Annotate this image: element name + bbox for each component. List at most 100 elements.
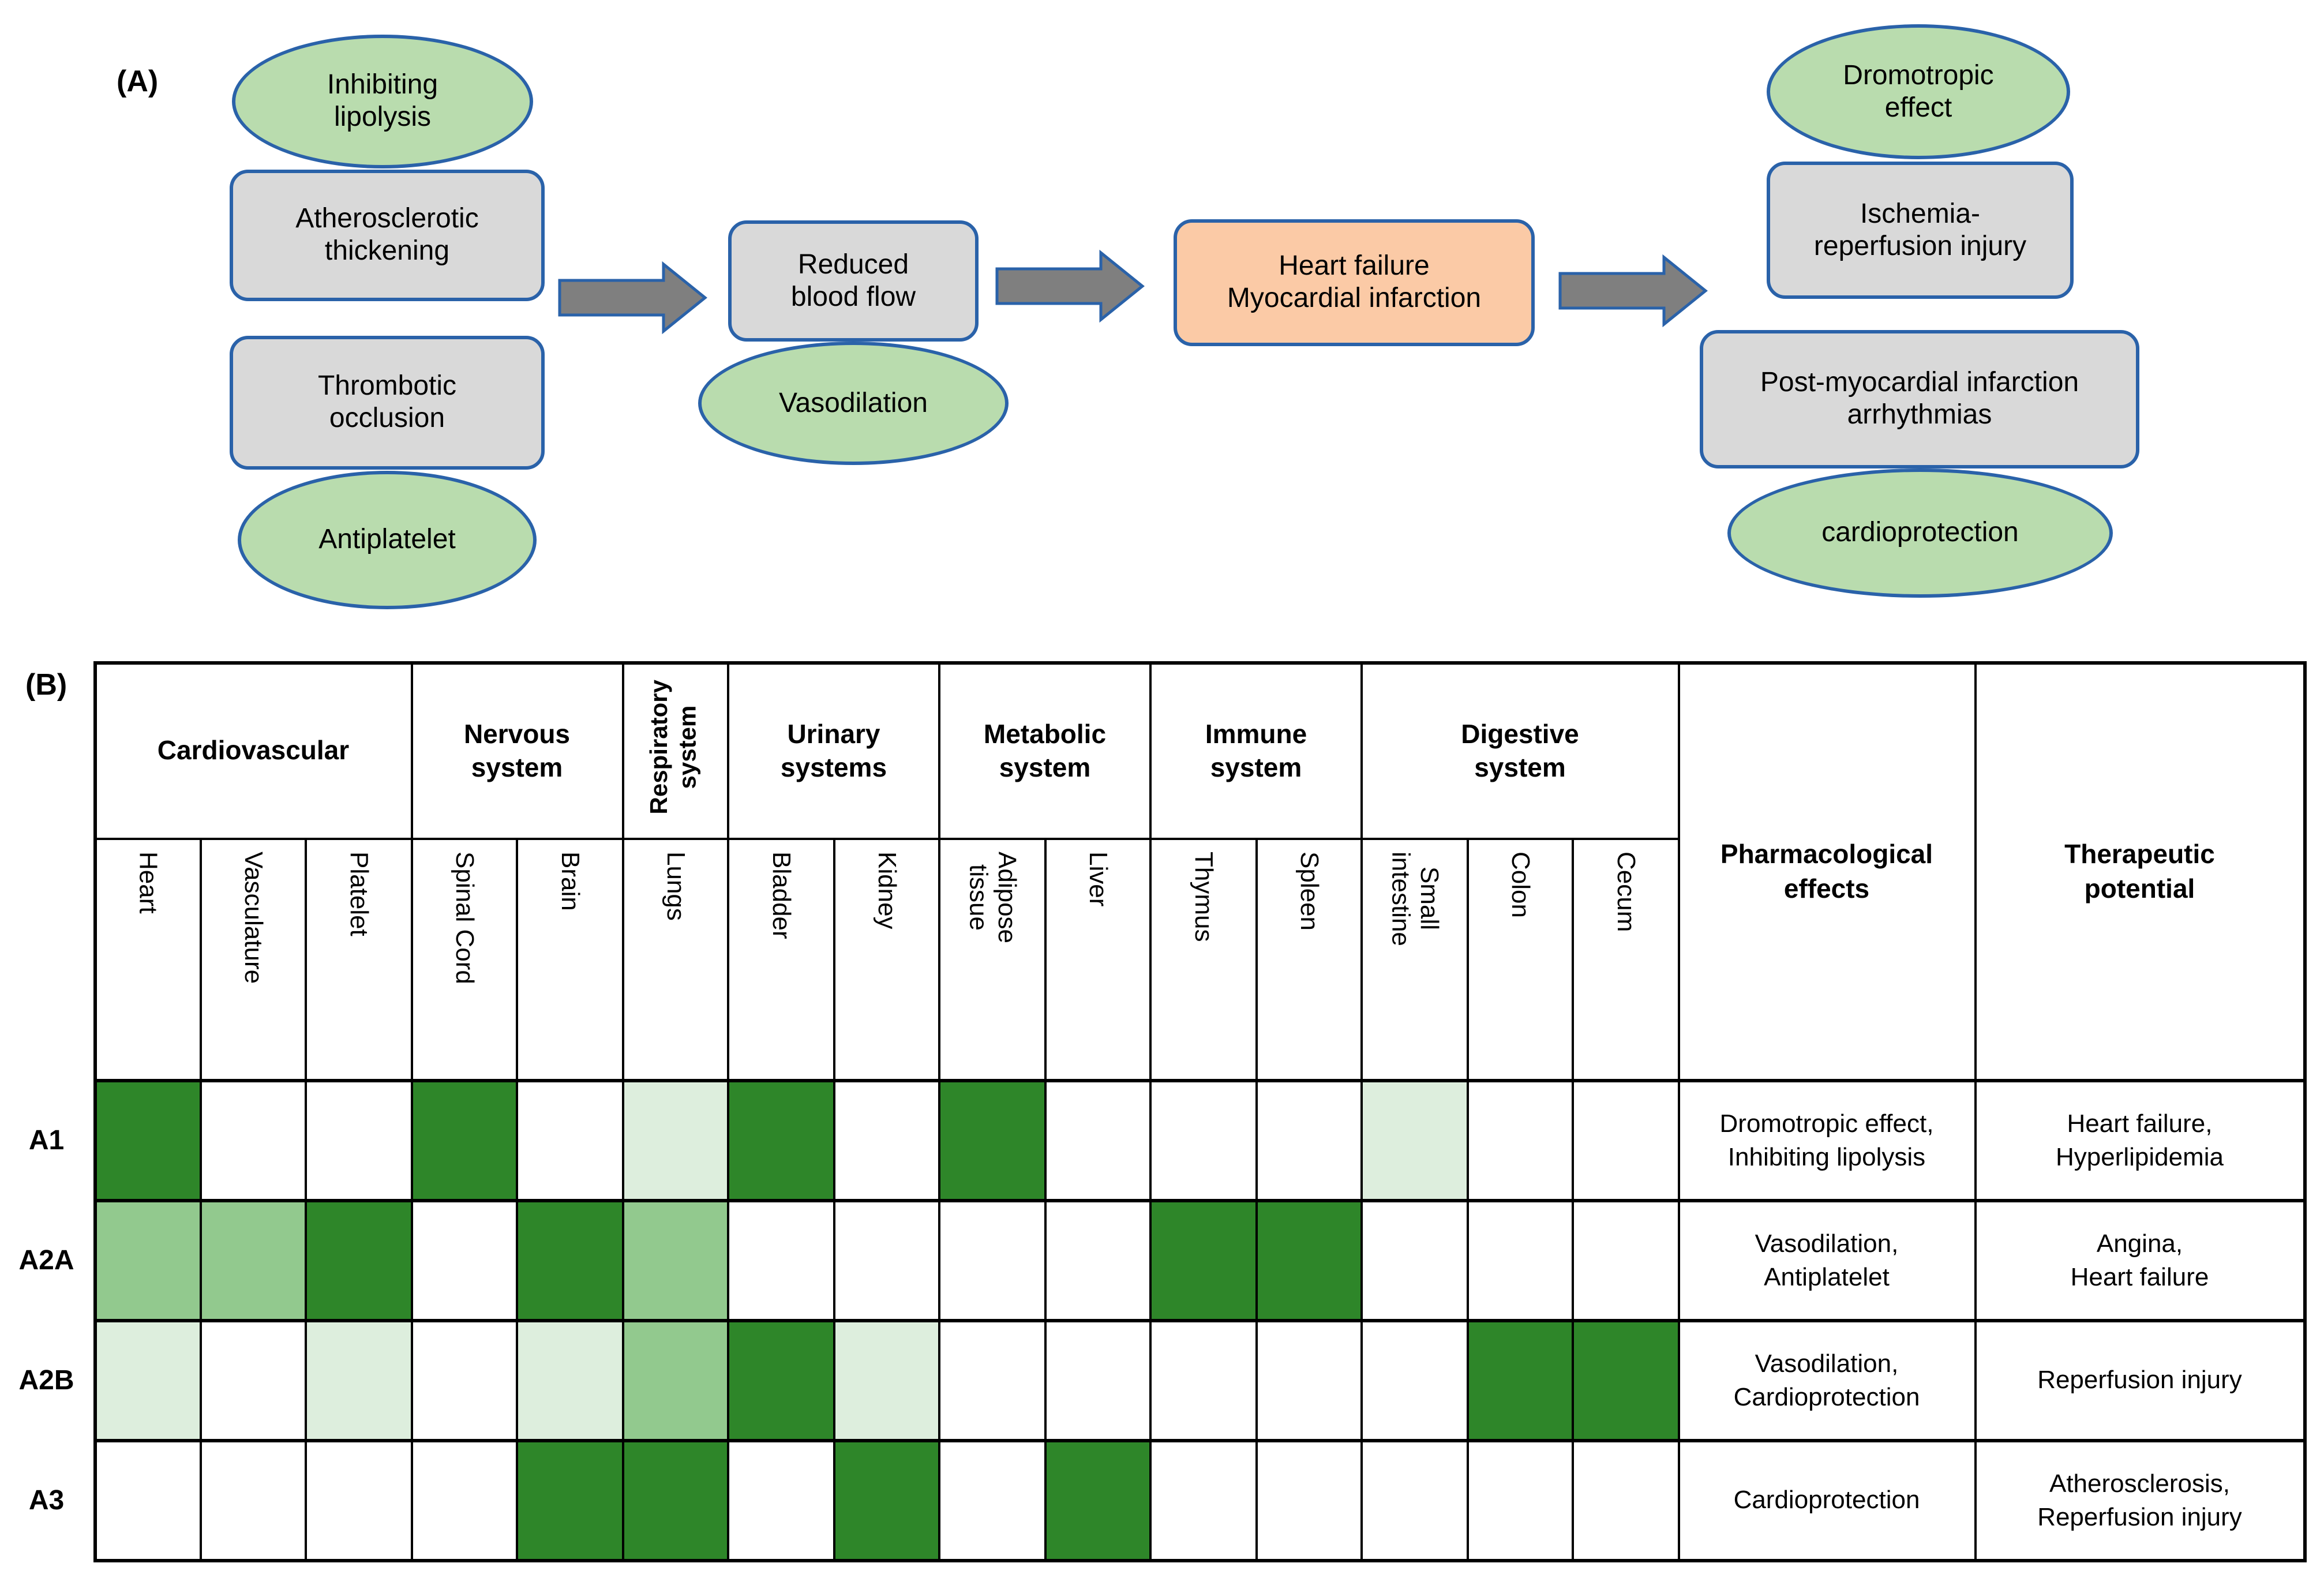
matrix-cell: [833, 1319, 940, 1442]
matrix-cell: [1044, 1439, 1152, 1562]
organ-header-label: Brain: [556, 851, 586, 910]
organ-header-cecum: Cecum: [1572, 837, 1680, 1082]
row-label-a2a: A2A: [0, 1201, 95, 1321]
organ-header-label: Adipose tissue: [964, 851, 1022, 943]
organ-header-small-intestine: Small intestine: [1360, 837, 1468, 1082]
organ-header-label: Bladder: [767, 851, 797, 939]
matrix-cell: [1360, 1439, 1468, 1562]
organ-header-label: Cecum: [1612, 851, 1641, 932]
organ-header-label: Small intestine: [1386, 851, 1444, 946]
thrombotic-occlusion-box: Thrombotic occlusion: [230, 336, 545, 470]
organ-header-vasculature: Vasculature: [199, 837, 307, 1082]
receptor-row-a1: A1 Dromotropic effect, Inhibiting lipolys…: [0, 1079, 2307, 1202]
matrix-cell: [1255, 1439, 1363, 1562]
flow-arrow-icon: [1558, 254, 1708, 328]
matrix-cell: [727, 1079, 835, 1202]
panel-a-label: (A): [117, 63, 159, 98]
heart-failure-mi-box: Heart failure Myocardial infarction: [1174, 219, 1535, 346]
organ-header-label: Spinal Cord: [451, 851, 480, 984]
effects-cell: Dromotropic effect, Inhibiting lipolysis: [1677, 1079, 1976, 1202]
ischemia-reperfusion-box: Ischemia- reperfusion injury: [1767, 162, 2074, 299]
matrix-cell: [1360, 1199, 1468, 1322]
group-header-respiratory-system: Respiratory system: [621, 661, 729, 839]
group-header-nervous-system: Nervous system: [410, 661, 624, 839]
matrix-cell: [1360, 1079, 1468, 1202]
organ-header-bladder: Bladder: [727, 837, 835, 1082]
matrix-cell: [938, 1439, 1046, 1562]
matrix-cell: [410, 1439, 518, 1562]
matrix-cell: [305, 1079, 413, 1202]
organ-header-label: Heart: [134, 851, 163, 913]
group-header-cardiovascular: Cardiovascular: [93, 661, 413, 839]
flow-arrow-icon: [995, 249, 1145, 323]
matrix-cell: [621, 1439, 729, 1562]
effects-cell: Cardioprotection: [1677, 1439, 1976, 1562]
organ-header-label: Vasculature: [239, 851, 269, 984]
organ-header-brain: Brain: [516, 837, 624, 1082]
matrix-cell: [727, 1439, 835, 1562]
panel-b-label: (B): [25, 667, 68, 702]
matrix-cell: [1044, 1199, 1152, 1322]
organ-header-lungs: Lungs: [621, 837, 729, 1082]
matrix-cell: [833, 1199, 940, 1322]
effects-cell: Vasodilation, Cardioprotection: [1677, 1319, 1976, 1442]
matrix-cell: [93, 1199, 201, 1322]
organ-header-colon: Colon: [1466, 837, 1574, 1082]
matrix-cell: [1255, 1319, 1363, 1442]
antiplatelet-ellipse: Antiplatelet: [238, 471, 537, 609]
matrix-cell: [1255, 1079, 1363, 1202]
organ-header-thymus: Thymus: [1149, 837, 1257, 1082]
row-label-a2b: A2B: [0, 1321, 95, 1441]
organ-header-label: Kidney: [873, 851, 902, 929]
matrix-cell: [1149, 1079, 1257, 1202]
organ-header-spleen: Spleen: [1255, 837, 1363, 1082]
cardioprotection-ellipse: cardioprotection: [1727, 468, 2113, 598]
matrix-cell: [516, 1319, 624, 1442]
row-label-a1: A1: [0, 1081, 95, 1201]
reduced-blood-flow-box: Reduced blood flow: [728, 220, 979, 342]
dromotropic-effect-ellipse: Dromotropic effect: [1767, 24, 2070, 159]
matrix-cell: [727, 1199, 835, 1322]
matrix-cell: [1466, 1319, 1574, 1442]
matrix-cell: [199, 1319, 307, 1442]
organ-header-platelet: Platelet: [305, 837, 413, 1082]
matrix-cell: [1572, 1439, 1680, 1562]
group-header-urinary-systems: Urinary systems: [727, 661, 940, 839]
matrix-cell: [1572, 1199, 1680, 1322]
inhibiting-lipolysis-ellipse: Inhibiting lipolysis: [232, 35, 533, 168]
matrix-cell: [1149, 1439, 1257, 1562]
matrix-cell: [1466, 1439, 1574, 1562]
matrix-cell: [93, 1319, 201, 1442]
matrix-cell: [93, 1079, 201, 1202]
group-header-digestive-system: Digestive system: [1360, 661, 1680, 839]
matrix-cell: [410, 1079, 518, 1202]
matrix-cell: [1360, 1319, 1468, 1442]
potential-cell: Angina, Heart failure: [1974, 1199, 2307, 1322]
matrix-cell: [410, 1199, 518, 1322]
potential-cell: Heart failure, Hyperlipidemia: [1974, 1079, 2307, 1202]
organ-header-label: Spleen: [1295, 851, 1325, 931]
organ-header-label: Platelet: [345, 851, 374, 936]
matrix-cell: [1149, 1319, 1257, 1442]
flow-arrow-icon: [558, 261, 707, 335]
matrix-cell: [516, 1199, 624, 1322]
effects-cell: Vasodilation, Antiplatelet: [1677, 1199, 1976, 1322]
matrix-cell: [833, 1439, 940, 1562]
matrix-cell: [621, 1079, 729, 1202]
matrix-cell: [833, 1079, 940, 1202]
organ-header-label: Lungs: [662, 851, 691, 920]
matrix-cell: [621, 1319, 729, 1442]
pharmacological-effects-header: Pharmacological effects: [1677, 661, 1976, 1082]
matrix-cell: [1149, 1199, 1257, 1322]
organ-header-kidney: Kidney: [833, 837, 940, 1082]
group-header-immune-system: Immune system: [1149, 661, 1363, 839]
matrix-cell: [938, 1079, 1046, 1202]
organ-header-label: Liver: [1084, 851, 1114, 906]
matrix-cell: [305, 1319, 413, 1442]
matrix-cell: [1572, 1319, 1680, 1442]
